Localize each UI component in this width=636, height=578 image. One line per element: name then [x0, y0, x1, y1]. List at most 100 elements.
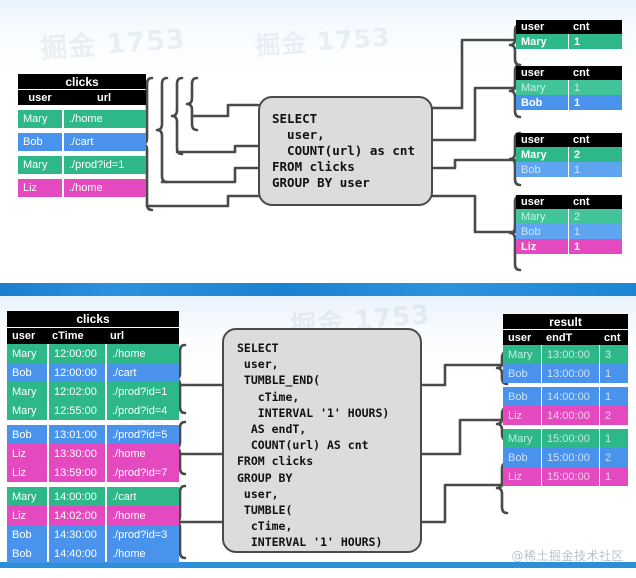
table-cell: Bob — [503, 448, 541, 467]
column-header: cnt — [568, 195, 622, 209]
table-cell: Mary — [503, 345, 541, 364]
table-cell: Mary — [516, 147, 568, 162]
table-cell: 14:40:00 — [49, 544, 105, 563]
table-cell: 15:00:00 — [542, 448, 599, 467]
table-cell: 13:30:00 — [49, 444, 105, 463]
column-header: user — [503, 330, 541, 345]
table-cell: 13:00:00 — [542, 345, 599, 364]
table-cell: Mary — [503, 429, 541, 448]
table-cell: 15:00:00 — [542, 429, 599, 448]
table-row: Bob./cart — [18, 133, 146, 151]
table-cell: Bob — [7, 425, 47, 444]
table-cell: 12:00:00 — [49, 344, 105, 363]
table-cell: Bob — [516, 162, 568, 177]
table-cell: ./home — [107, 444, 179, 463]
table-cell: 2 — [569, 147, 622, 162]
table-cell: ./cart — [107, 487, 179, 506]
table-cell: ./home — [107, 544, 179, 563]
table-cell: Liz — [7, 506, 47, 525]
table-cell: 13:01:00 — [49, 425, 105, 444]
table-cell: 1 — [600, 387, 628, 406]
table-cell: Mary — [7, 382, 47, 401]
table-row: Mary./prod?id=1 — [18, 156, 146, 174]
table-cell: Liz — [18, 179, 62, 197]
column-header: user — [516, 133, 568, 147]
table-cell: 14:00:00 — [542, 387, 599, 406]
table-cell: Bob — [516, 224, 568, 239]
column-header: cnt — [568, 66, 622, 80]
table-cell: Bob — [7, 544, 47, 563]
table-cell: ./prod?id=7 — [107, 463, 179, 482]
bottom-divider-band — [0, 562, 636, 568]
table-cell: Mary — [18, 110, 62, 128]
top-sql-query-box: SELECT user, COUNT(url) as cnt FROM clic… — [258, 96, 433, 206]
table-cell: ./home — [107, 506, 179, 525]
table-cell: Mary — [18, 156, 62, 174]
table-cell: 14:02:00 — [49, 506, 105, 525]
table-caption: result — [503, 314, 628, 329]
bottom-sql-query-box: SELECT user, TUMBLE_END( cTime, INTERVAL… — [222, 328, 422, 553]
table-cell: 2 — [600, 406, 628, 425]
table-cell: Bob — [7, 525, 47, 544]
column-header: user — [7, 328, 47, 344]
column-header: cTime — [47, 328, 105, 344]
table-cell: Mary — [516, 80, 568, 95]
table-cell: 1 — [600, 429, 628, 448]
table-cell: Mary — [516, 209, 568, 224]
table-caption: clicks — [7, 311, 179, 327]
table-cell: 1 — [569, 80, 622, 95]
table-cell: ./prod?id=5 — [107, 425, 179, 444]
credit-watermark: @稀土掘金技术社区 — [511, 549, 624, 563]
table-cell: 14:00:00 — [49, 487, 105, 506]
table-cell: Bob — [7, 363, 47, 382]
table-cell: 2 — [569, 209, 622, 224]
table-cell: Liz — [503, 467, 541, 486]
table-cell: Mary — [516, 34, 568, 49]
table-cell: 13:59:00 — [49, 463, 105, 482]
table-cell: Mary — [7, 487, 47, 506]
table-cell: 12:55:00 — [49, 401, 105, 420]
table-cell: ./cart — [64, 133, 146, 151]
table-cell: 15:00:00 — [542, 467, 599, 486]
table-cell: Bob — [503, 387, 541, 406]
table-cell: Liz — [7, 463, 47, 482]
mid-divider-band — [0, 283, 636, 296]
column-header: cnt — [599, 330, 628, 345]
table-cell: 2 — [600, 448, 628, 467]
table-cell: 14:00:00 — [542, 406, 599, 425]
table-cell: ./cart — [107, 363, 179, 382]
table-cell: 14:30:00 — [49, 525, 105, 544]
table-cell: 1 — [600, 467, 628, 486]
table-cell: 1 — [569, 239, 622, 254]
table-row: Liz./home — [18, 179, 146, 197]
column-header: user — [516, 20, 568, 34]
table-cell: 1 — [569, 162, 622, 177]
footer-strip — [0, 568, 636, 578]
table-cell: ./prod?id=3 — [107, 525, 179, 544]
table-cell: 1 — [569, 95, 622, 110]
